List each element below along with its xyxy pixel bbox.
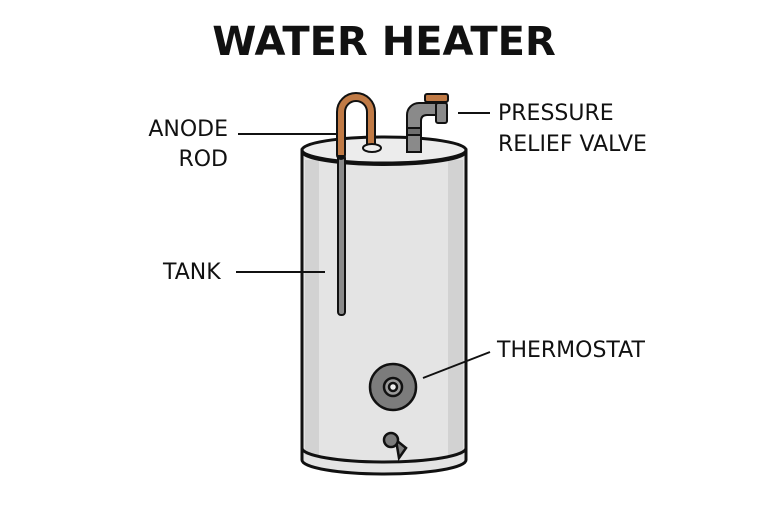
label-pressure-line2: RELIEF VALVE: [498, 132, 647, 157]
tank: [300, 135, 468, 476]
label-pressure-line1: PRESSURE: [498, 101, 614, 126]
label-anode-line2: ROD: [178, 147, 228, 172]
thermostat: [368, 362, 418, 412]
label-thermostat: THERMOSTAT: [496, 338, 646, 363]
diagram-title: WATER HEATER: [212, 19, 556, 65]
drain-valve: [382, 431, 408, 462]
label-tank: TANK: [162, 260, 221, 285]
pressure-relief-valve: [406, 93, 449, 153]
anode-rod: [336, 92, 382, 316]
label-anode-line1: ANODE: [148, 117, 228, 142]
leader-lines: [236, 112, 491, 379]
